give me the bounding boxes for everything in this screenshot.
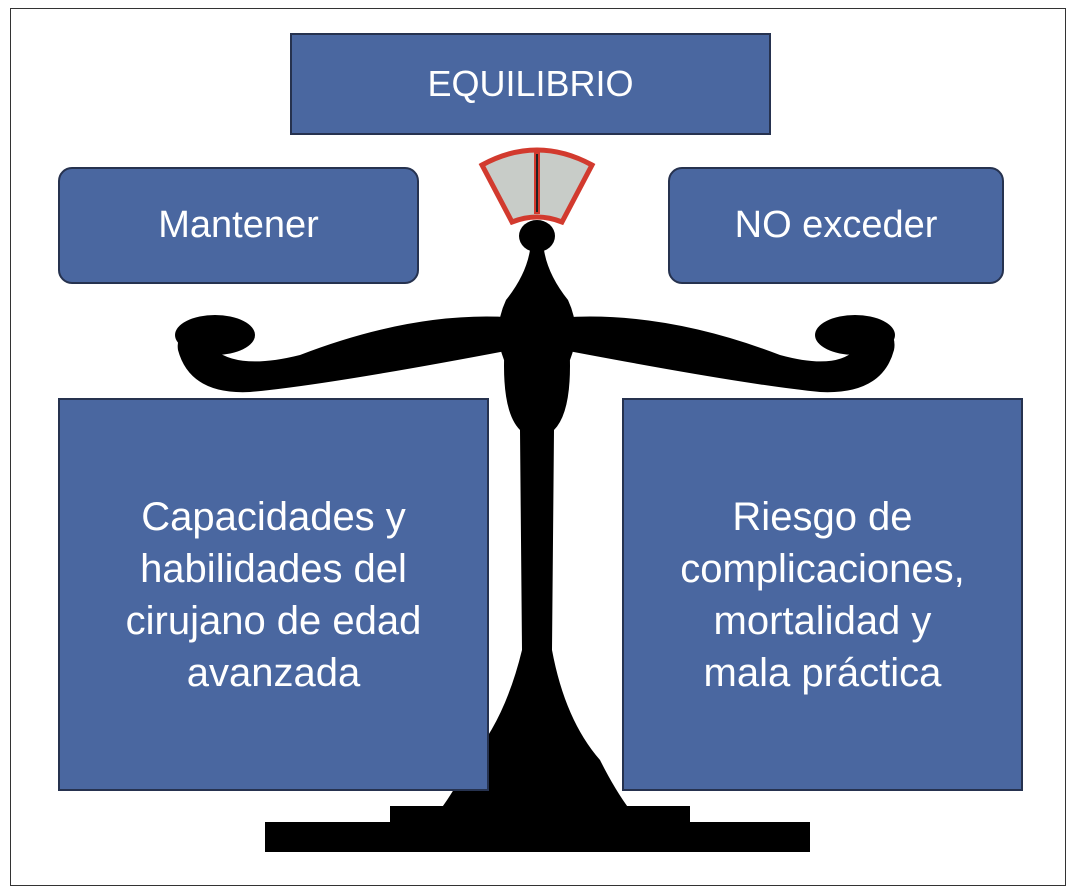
- right-box-line: mala práctica: [703, 650, 942, 695]
- right-box-line: mortalidad y: [713, 598, 932, 643]
- right-box-line: complicaciones,: [680, 546, 965, 591]
- mantener-label: Mantener: [58, 167, 419, 284]
- left-box-line: cirujano de edad: [125, 598, 422, 643]
- equilibrio-title: EQUILIBRIO: [290, 33, 771, 135]
- left-box-line: habilidades del: [140, 546, 407, 591]
- gauge-icon: [478, 147, 596, 226]
- diagram-frame: [10, 8, 1066, 886]
- right-pan-box: Riesgo de complicaciones, mortalidad y m…: [622, 398, 1023, 791]
- no-exceder-label: NO exceder: [668, 167, 1004, 284]
- left-box-line: Capacidades y: [141, 494, 406, 539]
- left-box-line: avanzada: [186, 650, 361, 695]
- left-pan-box: Capacidades y habilidades del cirujano d…: [58, 398, 489, 791]
- right-box-line: Riesgo de: [732, 494, 913, 539]
